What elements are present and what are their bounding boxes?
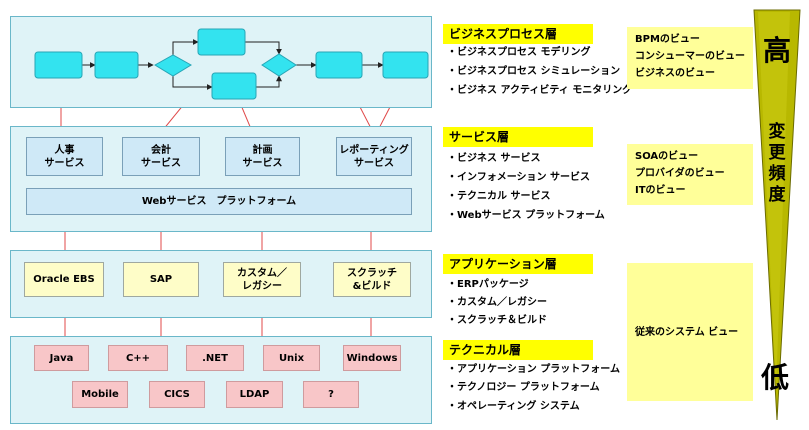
app-box-oracle-ebs: Oracle EBS — [24, 262, 104, 297]
service-box-accounting: 会計 サービス — [122, 137, 200, 176]
view-label: BPMのビュー — [635, 34, 700, 45]
service-layer-title: サービス層 — [443, 127, 593, 147]
service-bullet: ・Webサービス プラットフォーム — [447, 210, 605, 221]
frequency-axis-label: 頻 — [768, 164, 786, 184]
view-label: ビジネスのビュー — [635, 68, 715, 79]
process-bullet: ・ビジネス アクティビティ モニタリング — [447, 85, 633, 96]
frequency-axis-label: 度 — [768, 185, 786, 205]
application-bullet: ・スクラッチ＆ビルド — [447, 315, 547, 326]
service-bullet: ・インフォメーション サービス — [447, 172, 590, 183]
service-bullet: ・ビジネス サービス — [447, 153, 541, 164]
service-bullet: ・テクニカル サービス — [447, 191, 551, 202]
decision-diamond — [154, 54, 192, 77]
view-label: コンシューマーのビュー — [635, 51, 745, 62]
tech-box-cics: CICS — [149, 381, 205, 408]
process-step — [382, 51, 429, 79]
app-box-scratch-build: スクラッチ &ビルド — [333, 262, 411, 297]
view-label: SOAのビュー — [635, 151, 699, 162]
tech-box-windows: Windows — [343, 345, 401, 371]
technical-bullet: ・テクノロジー プラットフォーム — [447, 382, 600, 393]
tech-box-cpp: C++ — [108, 345, 168, 371]
web-services-platform: Webサービス プラットフォーム — [26, 188, 412, 215]
app-box-custom-legacy: カスタム／ レガシー — [223, 262, 301, 297]
technical-bullet: ・アプリケーション プラットフォーム — [447, 364, 620, 375]
tech-box-ldap: LDAP — [226, 381, 283, 408]
tech-box-unknown: ? — [303, 381, 359, 408]
legacy-view-panel: 従来のシステム ビュー — [627, 263, 753, 401]
service-box-hr: 人事 サービス — [26, 137, 103, 176]
technical-layer-title: テクニカル層 — [443, 340, 593, 360]
application-bullet: ・カスタム／レガシー — [447, 297, 547, 308]
tech-box-mobile: Mobile — [72, 381, 128, 408]
process-layer-title: ビジネスプロセス層 — [443, 24, 593, 44]
view-label: ITのビュー — [635, 185, 686, 196]
application-layer-title: アプリケーション層 — [443, 254, 593, 274]
process-view-panel: BPMのビュー コンシューマーのビュー ビジネスのビュー — [627, 27, 753, 89]
process-step — [94, 51, 139, 79]
service-view-panel: SOAのビュー プロバイダのビュー ITのビュー — [627, 144, 753, 205]
frequency-axis-label: 更 — [768, 143, 786, 163]
process-step — [211, 72, 257, 100]
application-bullet: ・ERPパッケージ — [447, 279, 529, 290]
frequency-high-label: 高 — [763, 34, 792, 67]
tech-box-unix: Unix — [263, 345, 320, 371]
technical-bullet: ・オペレーティング システム — [447, 401, 580, 412]
tech-box-java: Java — [34, 345, 89, 371]
service-box-reporting: レポーティング サービス — [336, 137, 412, 176]
view-label: 従来のシステム ビュー — [635, 326, 739, 338]
app-box-sap: SAP — [123, 262, 199, 297]
process-step — [34, 51, 83, 79]
decision-diamond — [261, 53, 297, 77]
frequency-axis-label: 変 — [768, 122, 786, 142]
view-label: プロバイダのビュー — [635, 168, 725, 179]
process-bullet: ・ビジネスプロセス モデリング — [447, 47, 591, 58]
tech-box-dotnet: .NET — [186, 345, 244, 371]
process-step — [315, 51, 363, 79]
process-bullet: ・ビジネスプロセス シミュレーション — [447, 66, 621, 77]
frequency-low-label: 低 — [761, 361, 790, 394]
service-box-planning: 計画 サービス — [225, 137, 300, 176]
process-step — [197, 28, 246, 56]
